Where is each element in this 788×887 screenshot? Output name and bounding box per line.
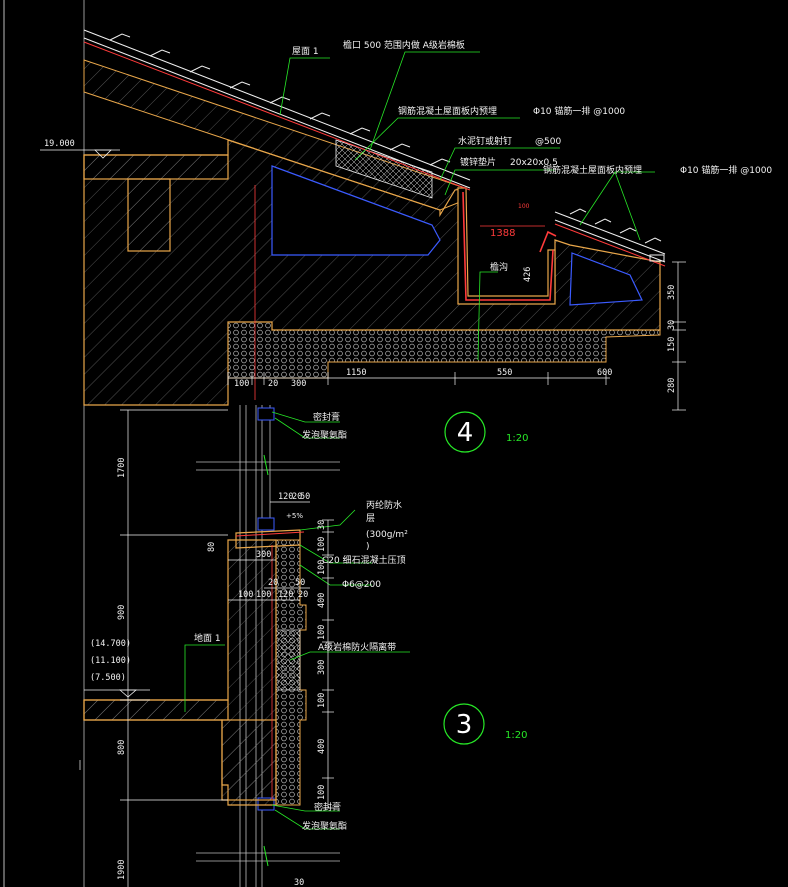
label-eave-insulation: 檐口 500 范围内做 A级岩棉板: [343, 39, 465, 51]
label-galvanized: 镀锌垫片: [460, 156, 496, 168]
label-gutter: 檐沟: [490, 261, 508, 273]
label-embedded-bar-2-spec: Φ10 锚筋一排 @1000: [680, 164, 772, 176]
detail-4-number: 4: [457, 418, 474, 448]
label-waterproof-1: 丙纶防水: [366, 499, 402, 511]
dim-left-v-3: 800: [117, 740, 127, 755]
label-c20: C20 细石混凝土压顶: [322, 554, 406, 566]
dim-gutter-depth: 426: [523, 267, 533, 282]
dim-sill-h4-1: 100: [238, 590, 253, 600]
dim-sill-v-6: 300: [317, 660, 327, 675]
void-2: [569, 252, 643, 306]
void-1: [271, 165, 441, 256]
leaders-4: [279, 51, 655, 361]
dim-sill-h4-4: 20: [298, 590, 308, 600]
elevation-marker: 19.000: [40, 139, 120, 159]
dim-eave-v-1: 350: [667, 285, 677, 300]
label-nail: 水泥钉或射钉: [458, 135, 512, 147]
dim-eave-h-2: 20: [268, 379, 278, 389]
dim-left-v-4: 1900: [117, 860, 127, 880]
ceiling-slab: [83, 154, 229, 180]
label-embedded-bar-2: 钢筋混凝土屋面板内预埋: [543, 164, 642, 176]
dim-sill-h4-3: 120: [278, 590, 293, 600]
dim-eave-v-3: 150: [667, 337, 677, 352]
elevation-2: (11.100): [90, 656, 131, 666]
dim-eave-h-3: 300: [291, 379, 306, 389]
dim-bottom-30: 30: [294, 878, 304, 887]
elevation-3: (7.500): [90, 673, 126, 683]
dim-eave-h-6: 600: [597, 368, 612, 378]
dim-sill-h3-2: 50: [295, 578, 305, 588]
label-gutter-red-dim: 1388: [490, 228, 515, 239]
leaders-3: [184, 411, 410, 830]
label-rebar-6: Φ6@200: [342, 580, 381, 590]
label-foam-2: 发泡聚氨酯: [302, 820, 347, 832]
dim-sill-h3-1: 20: [268, 578, 278, 588]
dim-sill-h2-1: 300: [256, 550, 271, 560]
label-nail-spacing: @500: [535, 137, 561, 147]
dim-sill-h-2: 20: [292, 492, 302, 502]
dim-left-80: 80: [207, 542, 217, 552]
label-embedded-bar-spec: Φ10 锚筋一排 @1000: [533, 105, 625, 117]
roof-tiles-left: [83, 29, 471, 189]
dim-left-v-2: 900: [117, 605, 127, 620]
dim-sill-h-3: 50: [300, 492, 310, 502]
detail-3-sill: (14.700) (11.100) (7.500) 密封膏 发泡聚氨酯 丙纶防水…: [83, 411, 527, 832]
dim-sill-v-1: 30: [317, 520, 327, 530]
dim-sill-v-5: 100: [317, 625, 327, 640]
roof-tiles-right: [554, 208, 666, 263]
dims-sill-vertical: [322, 519, 334, 809]
dim-sill-h4-2: 100: [256, 590, 271, 600]
label-floor-finish: 地面 1: [194, 632, 221, 644]
label-roof-finish: 屋面 1: [292, 46, 319, 57]
dim-sill-v-8: 400: [317, 739, 327, 754]
dim-tiny-red: 100: [518, 203, 530, 210]
dim-sill-v-9: 100: [317, 785, 327, 800]
detail-4-eave: 19.000 屋面 1 檐口 500 范围内做 A级岩棉板 钢筋混凝土屋面板内预…: [40, 29, 772, 453]
detail-4-scale: 1:20: [506, 433, 528, 444]
label-foam-1: 发泡聚氨酯: [302, 429, 347, 441]
dims-eave-horizontal: [227, 372, 610, 385]
dims-eave-vertical: [672, 261, 686, 411]
dims-sill-horizontal: [228, 501, 310, 601]
detail-3-scale: 1:20: [505, 730, 527, 741]
label-waterproof-2: 层: [366, 513, 375, 524]
label-sealant-1: 密封膏: [313, 411, 340, 423]
floor-elevation-marker: (14.700) (11.100) (7.500): [84, 639, 150, 698]
dim-left-v-1: 1700: [117, 458, 127, 478]
dim-sill-h-1: 120: [278, 492, 293, 502]
dim-sill-v-3: 100: [317, 560, 327, 575]
elevation-top: 19.000: [44, 139, 75, 149]
dim-sill-v-2: 100: [317, 537, 327, 552]
label-sealant-2: 密封膏: [314, 801, 341, 813]
elevation-1: (14.700): [90, 639, 131, 649]
label-galvanized-spec: 20x20x0.5: [510, 158, 558, 168]
lower-beam: [221, 719, 277, 801]
dim-eave-v-2: 30: [667, 320, 677, 330]
dim-eave-v-4: 280: [667, 378, 677, 393]
floor-slab: [83, 699, 229, 721]
label-waterproof-4: ): [366, 542, 370, 552]
label-waterproof-3: (300g/m²: [366, 530, 408, 540]
dim-eave-h-5: 550: [497, 368, 512, 378]
label-embedded-bar: 钢筋混凝土屋面板内预埋: [398, 105, 497, 117]
dim-eave-h-1: 100: [234, 379, 249, 389]
gutter-channel: [457, 187, 556, 305]
beam-left: [127, 178, 171, 252]
dim-eave-h-4: 1150: [346, 368, 366, 378]
dim-slope: +5%: [286, 512, 303, 520]
dims-left-vertical: [79, 409, 228, 887]
dim-sill-v-4: 400: [317, 593, 327, 608]
fire-belt: [275, 629, 301, 691]
detail-3-number: 3: [456, 710, 473, 740]
dim-sill-v-7: 100: [317, 693, 327, 708]
label-fire-belt: A级岩棉防火隔离带: [318, 641, 396, 653]
eave-insulation-strip: [227, 321, 661, 379]
